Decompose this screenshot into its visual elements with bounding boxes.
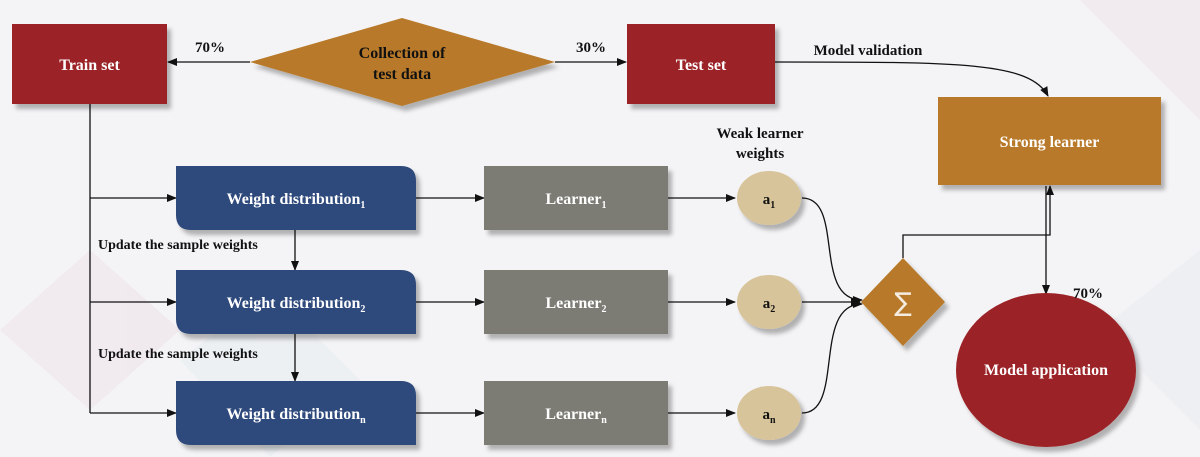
weight-a1-subscript: 1: [770, 200, 775, 211]
train-percentage-label: 70%: [195, 40, 225, 56]
curve-a1-to-sum: [801, 197, 863, 304]
model-validation-label: Model validation: [814, 43, 923, 59]
weight-distribution-1-node: Weight distribution1: [176, 166, 416, 230]
weight-distribution-n-node: Weight distributionn: [176, 381, 416, 445]
update-sample-weights-label-2: Update the sample weights: [98, 347, 258, 362]
collection-label-line1: Collection of: [359, 45, 446, 62]
arrow-sum-to-strong: [902, 185, 1054, 258]
model-application-label: Model application: [984, 362, 1108, 379]
svg-text:Weight distributionn: Weight distributionn: [226, 406, 366, 426]
weight-an-label: a: [762, 407, 770, 423]
weight-a2-node: a2: [737, 275, 801, 329]
test-percentage-label: 30%: [576, 40, 606, 56]
learner-n-subscript: n: [601, 415, 607, 426]
weight-distribution-2-subscript: 2: [360, 304, 365, 315]
learner-1-label: Learner: [546, 191, 602, 208]
learner-1-node: Learner1: [484, 166, 668, 230]
model-application-node: Model application: [956, 293, 1136, 447]
sum-symbol: ∑: [894, 288, 912, 318]
weight-a2-subscript: 2: [770, 304, 775, 315]
weight-a1-node: a1: [737, 171, 801, 225]
sum-node: ∑: [861, 258, 945, 346]
test-set-label: Test set: [676, 57, 727, 74]
test-set-node: Test set: [627, 24, 775, 104]
curve-an-to-sum: [801, 300, 863, 414]
arrow-test-to-strong: [774, 61, 1049, 97]
learner-2-node: Learner2: [484, 270, 668, 334]
update-sample-weights-label-1: Update the sample weights: [98, 238, 258, 253]
weight-distribution-1-subscript: 1: [360, 200, 365, 211]
collection-label-line2: test data: [373, 66, 431, 83]
weight-distribution-n-subscript: n: [360, 415, 366, 426]
weight-distribution-2-label: Weight distribution: [227, 295, 361, 312]
weight-distribution-2-node: Weight distribution2: [176, 270, 416, 334]
application-percentage-label: 70%: [1073, 286, 1103, 302]
weight-distribution-1-label: Weight distribution: [227, 191, 361, 208]
weak-learner-weights-label-line2: weights: [736, 146, 784, 162]
svg-text:an: an: [762, 407, 776, 426]
svg-text:Learner1: Learner1: [546, 191, 607, 211]
connectors: [89, 58, 1054, 417]
svg-text:a1: a1: [763, 192, 776, 211]
collection-test-data-node: Collection of test data: [250, 18, 555, 106]
train-set-label: Train set: [59, 57, 120, 74]
svg-text:a2: a2: [763, 296, 776, 315]
learner-2-label: Learner: [546, 295, 602, 312]
svg-text:Learnern: Learnern: [545, 406, 607, 426]
svg-text:Learner2: Learner2: [546, 295, 607, 315]
strong-learner-node: Strong learner: [938, 97, 1161, 185]
weight-an-node: an: [737, 386, 801, 440]
weak-learner-weights-label-line1: Weak learner: [716, 126, 803, 142]
learner-2-subscript: 2: [601, 304, 606, 315]
weight-a1-label: a: [763, 192, 771, 208]
weight-an-subscript: n: [770, 415, 776, 426]
learner-n-label: Learner: [545, 406, 601, 423]
svg-text:Weight distribution2: Weight distribution2: [227, 295, 366, 315]
weight-distribution-n-label: Weight distribution: [226, 406, 360, 423]
weight-a2-label: a: [763, 296, 771, 312]
learner-n-node: Learnern: [484, 381, 668, 445]
strong-learner-label: Strong learner: [1000, 134, 1100, 151]
learner-1-subscript: 1: [601, 200, 606, 211]
svg-text:Weight distribution1: Weight distribution1: [227, 191, 366, 211]
train-set-node: Train set: [12, 24, 167, 104]
